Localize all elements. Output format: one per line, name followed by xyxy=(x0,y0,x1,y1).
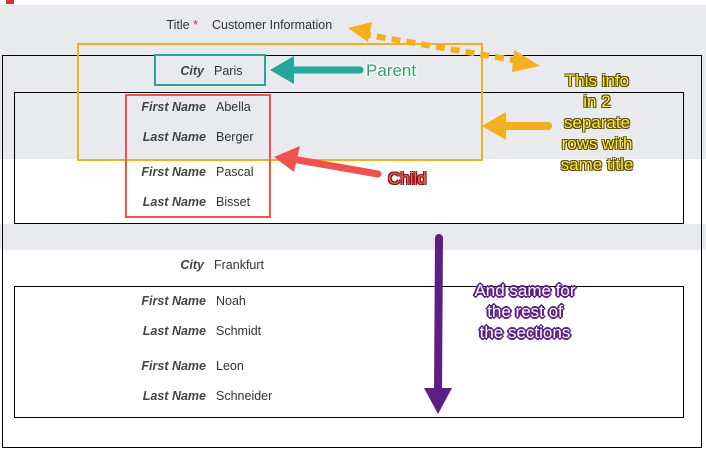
title-value[interactable]: Customer Information xyxy=(212,18,333,32)
first-name-value[interactable]: Pascal xyxy=(216,165,254,179)
title-label-text: Title xyxy=(166,18,190,32)
last-name-value[interactable]: Berger xyxy=(216,130,254,144)
separate-rows-line: separate xyxy=(563,113,631,132)
parent-annotation: Parent xyxy=(366,61,417,80)
parent-arrow xyxy=(270,56,364,84)
city-value[interactable]: Frankfurt xyxy=(214,258,265,272)
last-name-label: Last Name xyxy=(142,389,206,403)
child-highlight-box xyxy=(125,94,271,218)
last-name-label: Last Name xyxy=(142,195,206,209)
parent-highlight-box xyxy=(154,54,266,86)
last-name-label: Last Name xyxy=(142,130,206,144)
toolbar-icon xyxy=(6,0,14,4)
first-name-label: First Name xyxy=(141,294,206,308)
last-name-value[interactable]: Schmidt xyxy=(216,324,262,338)
city-label: City xyxy=(180,258,204,272)
rest-of-sections-arrow xyxy=(424,234,452,414)
separate-rows-line: same title xyxy=(560,155,634,174)
section-gap-row xyxy=(0,224,706,250)
first-name-label: First Name xyxy=(141,359,206,373)
dotted-double-arrow xyxy=(348,22,540,72)
child-rows-border-frankfurt xyxy=(14,286,684,418)
child-rows-border-paris xyxy=(14,92,684,224)
required-marker: * xyxy=(193,18,198,32)
separate-rows-line: in 2 xyxy=(583,92,611,111)
sections-outer-border xyxy=(2,55,702,448)
first-name-value[interactable]: Noah xyxy=(216,294,246,308)
title-label: Title * xyxy=(166,17,198,33)
first-name-value[interactable]: Abella xyxy=(216,100,251,114)
rest-of-sections-annotation: And same for the rest of the sections xyxy=(458,280,592,343)
first-name-label: First Name xyxy=(141,100,206,114)
toolbar-edge xyxy=(0,0,706,5)
first-name-value[interactable]: Leon xyxy=(216,359,244,373)
rest-of-sections-line: the sections xyxy=(479,323,571,342)
separate-rows-annotation: This info in 2 separate rows with same t… xyxy=(546,70,648,175)
separate-rows-line: rows with xyxy=(561,134,633,153)
city-value[interactable]: Paris xyxy=(214,64,243,78)
rest-of-sections-line: And same for xyxy=(474,281,576,300)
rest-of-sections-line: the rest of xyxy=(487,302,563,321)
last-name-value[interactable]: Bisset xyxy=(216,195,251,209)
child-arrow xyxy=(274,146,382,178)
child-annotation: Child xyxy=(388,169,427,188)
separate-rows-line: This info xyxy=(564,71,630,90)
last-name-value[interactable]: Schneider xyxy=(216,389,273,403)
city-label: City xyxy=(180,64,204,78)
first-name-label: First Name xyxy=(141,165,206,179)
rows-arrow xyxy=(482,112,552,140)
last-name-label: Last Name xyxy=(142,324,206,338)
